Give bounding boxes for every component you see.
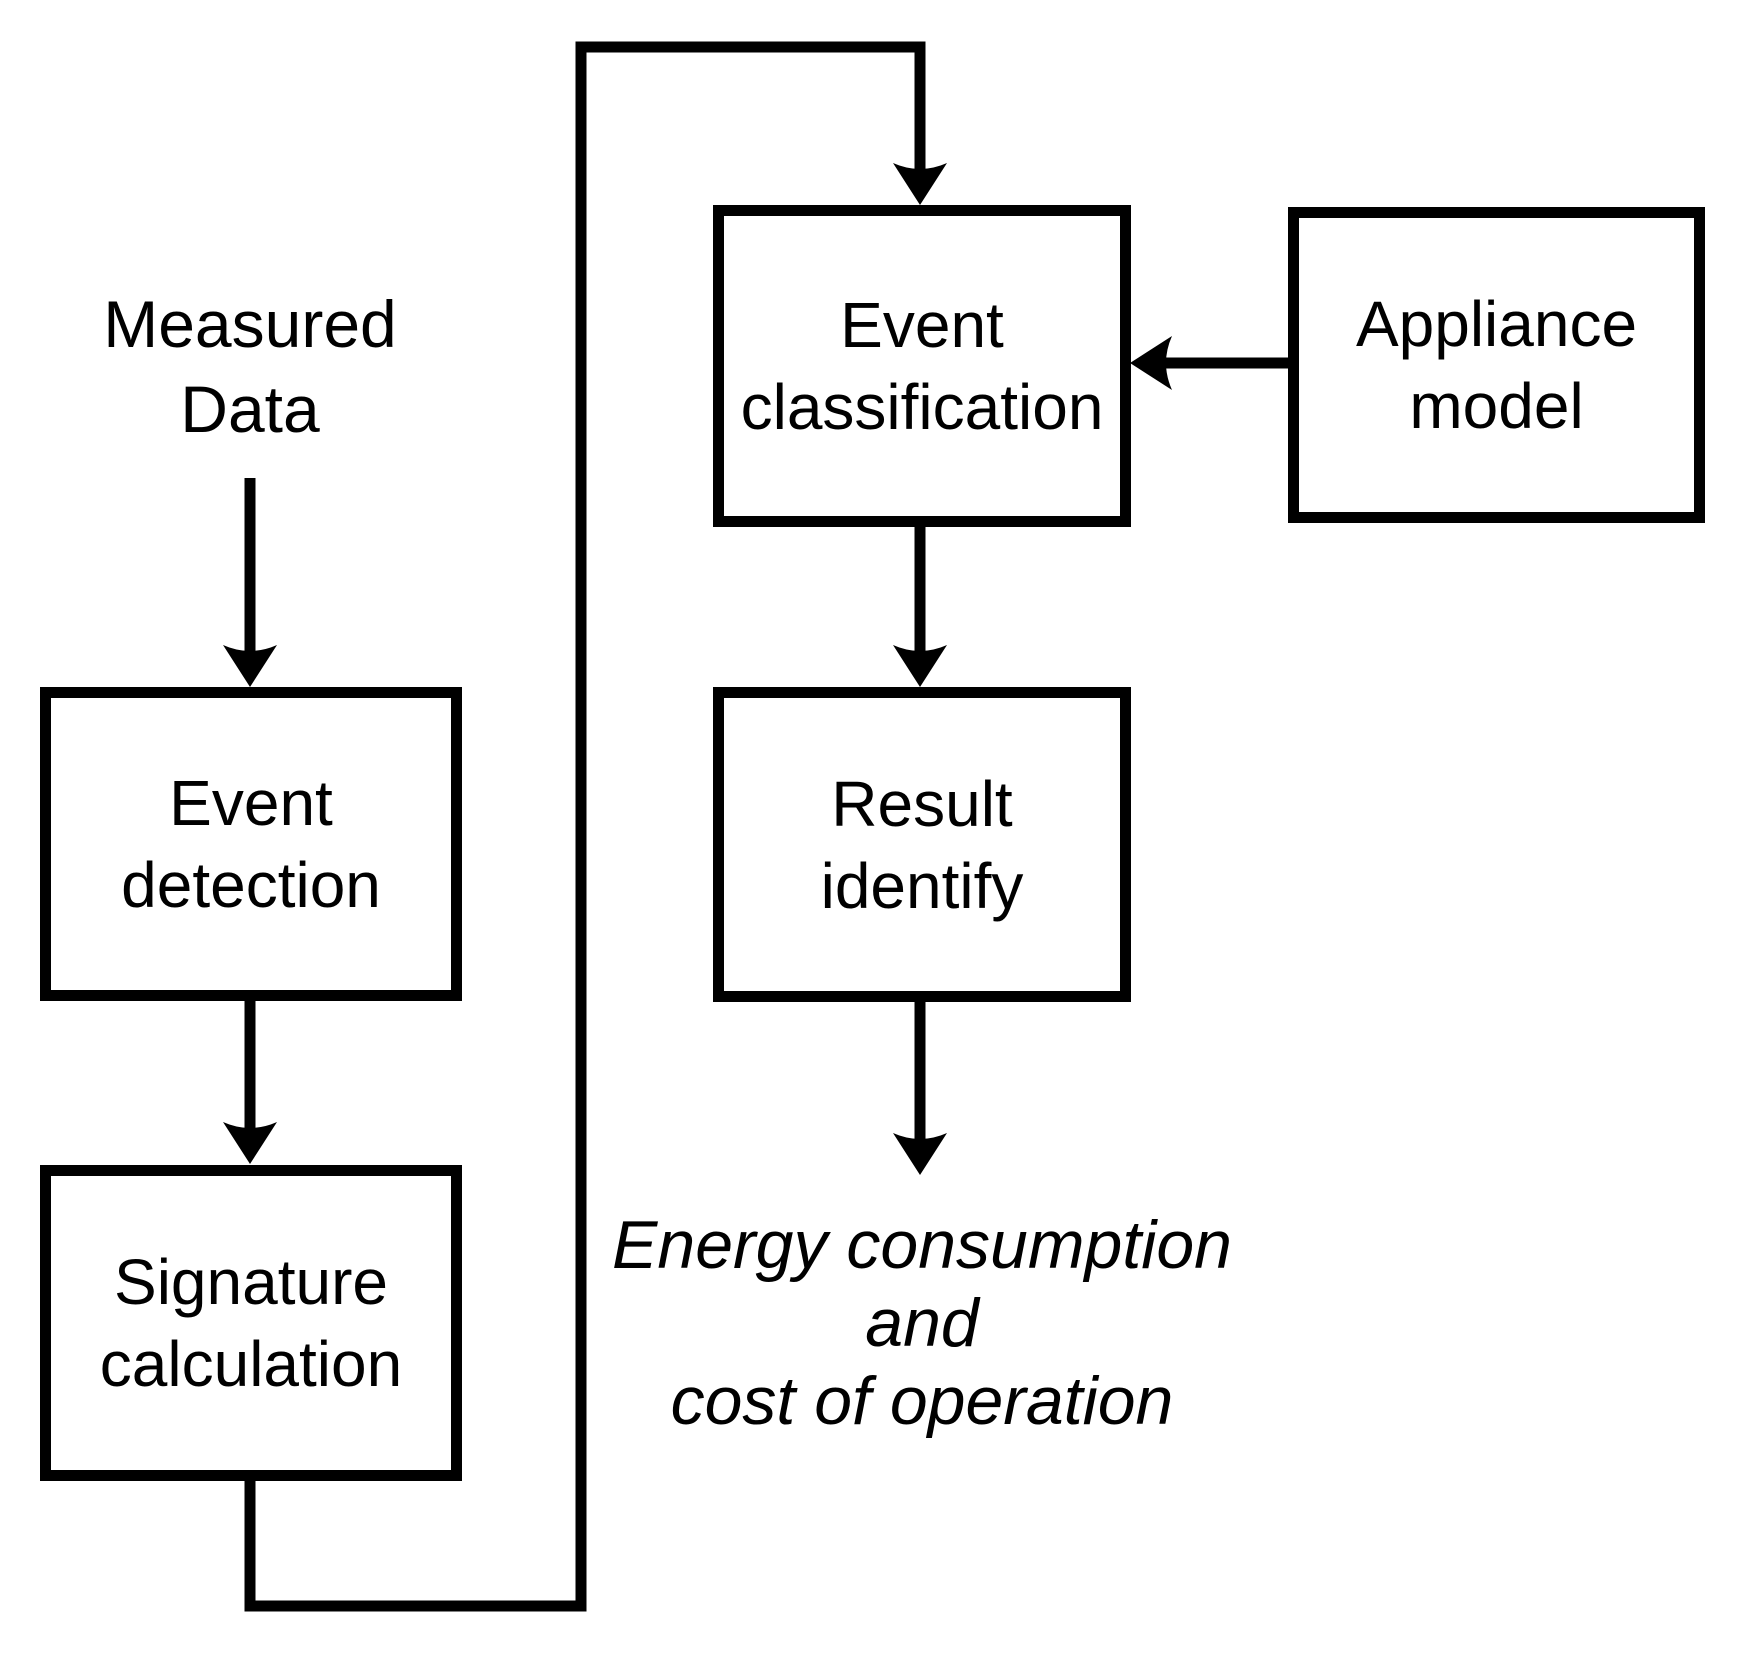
result-identify-line1: Result (831, 767, 1013, 840)
event-detection-line1: Event (169, 767, 333, 839)
event-classification-line2: classification (740, 371, 1104, 443)
event-detection-line2: detection (121, 849, 381, 921)
output-text-line2: and (865, 1285, 979, 1361)
result-identify-line2: identify (820, 849, 1024, 922)
appliance-model-line2: model (1409, 370, 1584, 442)
node-event-detection: Event detection (40, 687, 462, 1001)
event-classification-line1: Event (840, 289, 1004, 361)
output-text-label: Energy consumption and cost of operation (572, 1206, 1272, 1440)
measured-data-label: Measured Data (40, 282, 460, 452)
measured-data-line2: Data (180, 372, 320, 446)
appliance-model-line1: Appliance (1355, 288, 1638, 360)
output-text-line1: Energy consumption (612, 1207, 1232, 1283)
node-appliance-model: Appliance model (1288, 207, 1705, 523)
node-signature-calculation: Signature calculation (40, 1165, 462, 1481)
node-result-identify: Result identify (713, 687, 1131, 1002)
node-event-classification: Event classification (713, 205, 1131, 527)
signature-calculation-line2: calculation (99, 1328, 403, 1400)
measured-data-line1: Measured (103, 287, 397, 361)
signature-calculation-line1: Signature (114, 1246, 388, 1318)
output-text-line3: cost of operation (670, 1363, 1174, 1439)
